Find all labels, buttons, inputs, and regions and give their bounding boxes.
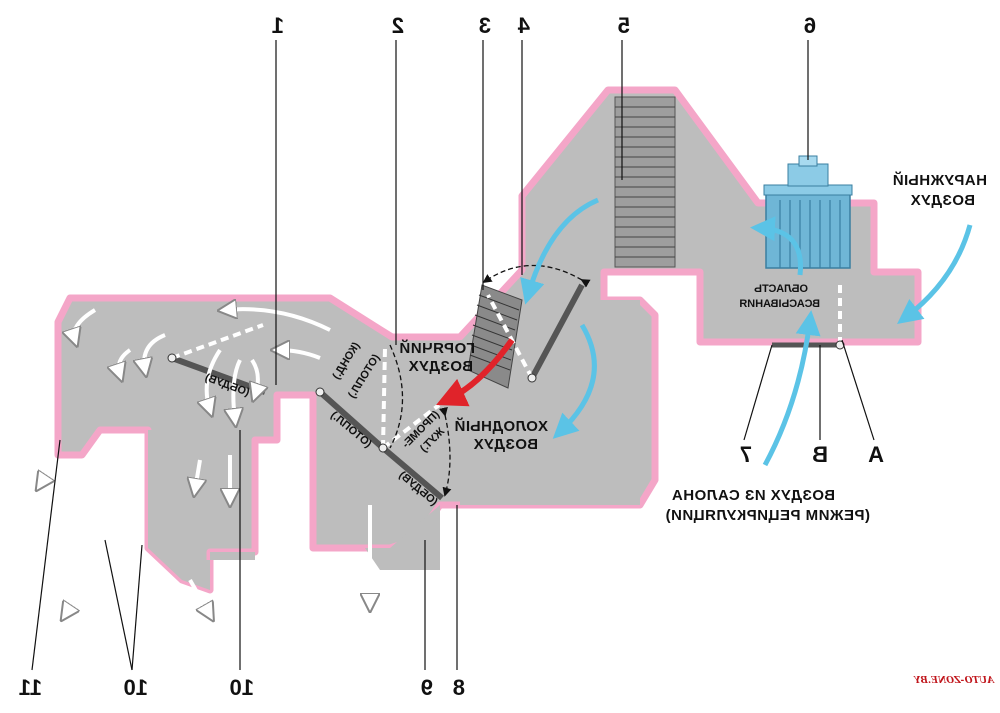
- evaporator-core: [614, 96, 676, 268]
- caption-cold-air-2: ВОЗДУХ: [473, 436, 538, 453]
- label-5: 5: [618, 13, 630, 38]
- blower-fan: [763, 155, 853, 269]
- svg-text:AUTO-ZONE.BY: AUTO-ZONE.BY: [912, 676, 995, 686]
- cold-air-arrows: [520, 197, 973, 467]
- caption-hot-air-1: ГОРЯЧИЙ: [399, 339, 475, 357]
- label-4: 4: [517, 13, 530, 38]
- label-1: 1: [272, 13, 284, 38]
- label-10-a: 10: [230, 675, 254, 700]
- label-8: 8: [453, 675, 465, 700]
- hot-air-arrow: [436, 338, 515, 407]
- caption-cold-air-1: ХОЛОДНЫЙ: [454, 417, 548, 435]
- mirrored-artwork: 1 2 3 4 5 6 7 A B 8 9 10 10 11 НАРУЖНЫЙ …: [19, 13, 995, 700]
- label-2: 2: [392, 13, 404, 38]
- label-3: 3: [479, 13, 491, 38]
- caption-cabin-air-2: (РЕЖИМ РЕЦИРКУЛЯЦИИ): [665, 507, 870, 524]
- label-10-b: 10: [124, 675, 148, 700]
- caption-intake-2: ВСАСЫВАНИЯ: [739, 298, 820, 310]
- label-9: 9: [421, 675, 433, 700]
- flow-arrows: [40, 309, 370, 615]
- leader-lines: [31, 40, 875, 671]
- label-6: 6: [804, 13, 816, 38]
- caption-intake-1: ОБЛАСТЬ: [754, 283, 808, 295]
- caption-outside-air-2: ВОЗДУХ: [910, 192, 975, 209]
- label-11: 11: [19, 675, 42, 700]
- caption-outside-air-1: НАРУЖНЫЙ: [892, 171, 987, 189]
- blend-door-4: [482, 264, 591, 383]
- mode-door-2: [315, 344, 452, 501]
- label-7: 7: [740, 442, 752, 467]
- label-B: B: [812, 442, 828, 467]
- outlet-center: [148, 430, 255, 590]
- label-A: A: [868, 442, 884, 467]
- caption-cabin-air-1: ВОЗДУХ ИЗ САЛОНА: [671, 487, 835, 504]
- outlet-left: [365, 505, 440, 570]
- caption-hot-air-2: ВОЗДУХ: [408, 358, 473, 375]
- autozone-logo: AUTO-ZONE.BY: [912, 676, 995, 686]
- heater-core: [467, 284, 523, 389]
